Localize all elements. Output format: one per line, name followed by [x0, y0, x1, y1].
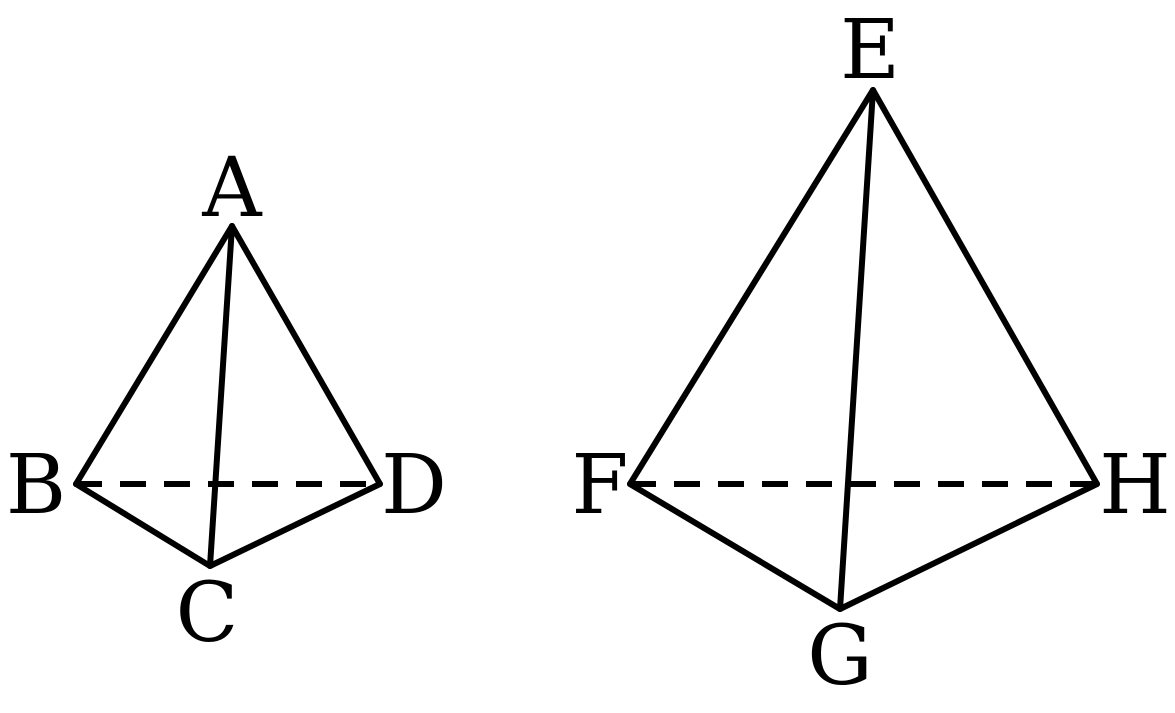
tetrahedron-abcd: A B C D	[6, 141, 447, 661]
edge-bc	[73, 481, 213, 569]
vertex-label-b: B	[6, 438, 66, 533]
edge-gh	[837, 481, 1100, 612]
edge-eg	[837, 87, 876, 612]
vertex-label-e: E	[840, 3, 900, 98]
edge-ac	[207, 223, 235, 569]
edge-cd	[207, 481, 383, 569]
edge-eh	[870, 87, 1100, 487]
vertex-label-h: H	[1099, 438, 1171, 533]
vertex-label-f: F	[572, 438, 629, 533]
vertex-label-d: D	[381, 438, 447, 533]
vertex-label-g: G	[807, 609, 873, 704]
vertex-label-c: C	[176, 566, 239, 661]
edge-ab	[73, 223, 235, 487]
vertex-label-a: A	[201, 141, 263, 236]
edge-fg	[627, 481, 843, 612]
tetrahedron-efgh: E F G H	[572, 3, 1171, 704]
edge-ef	[627, 87, 876, 487]
edge-ad	[229, 223, 383, 487]
